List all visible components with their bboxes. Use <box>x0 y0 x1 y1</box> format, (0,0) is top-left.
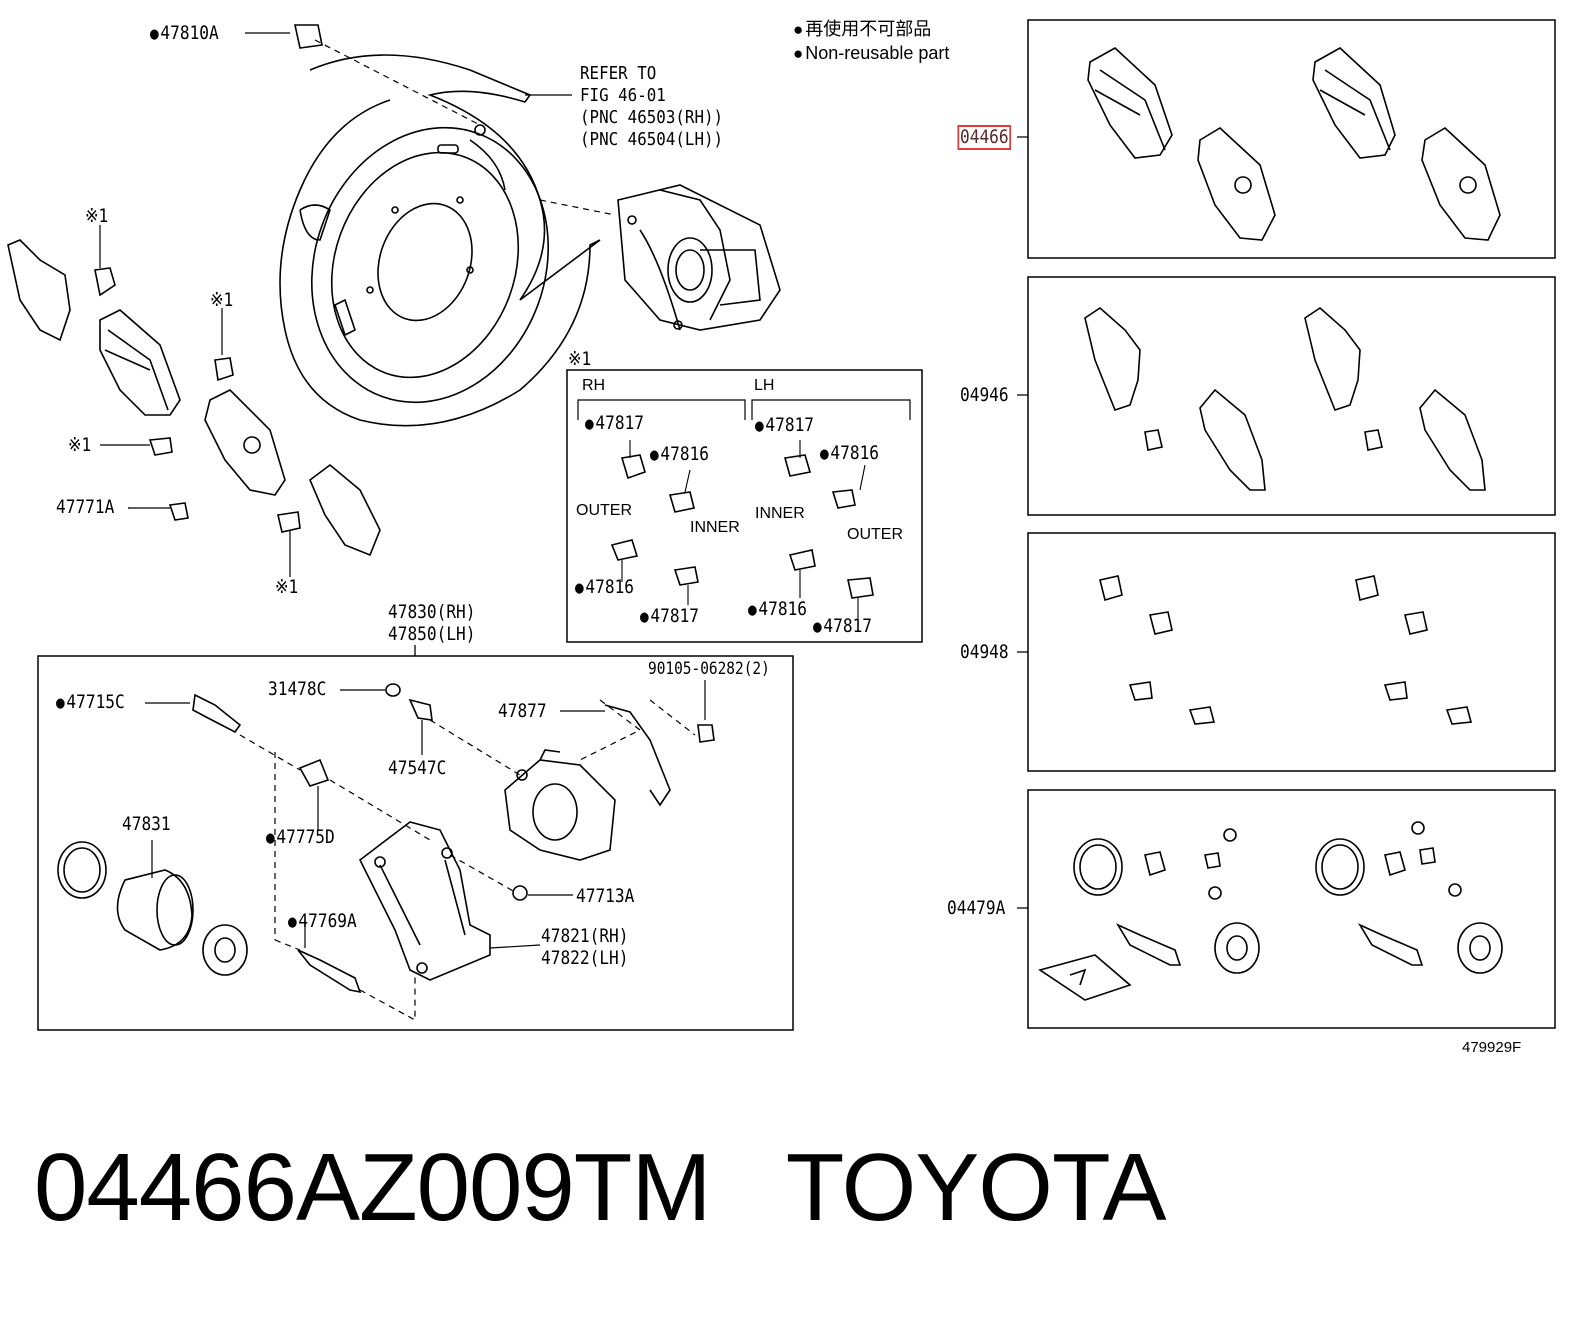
part-label-47810A[interactable]: 47810A <box>150 24 218 43</box>
inset-47817-a[interactable]: 47817 <box>585 414 644 433</box>
mark-1b: ※1 <box>210 289 234 311</box>
inset-clips-drawing <box>610 440 874 618</box>
kit-code-04466[interactable]: 04466 <box>957 125 1012 150</box>
part-label-47831[interactable]: 47831 <box>122 813 171 835</box>
kit-box-04946 <box>1027 276 1556 516</box>
part-label-47713A[interactable]: 47713A <box>576 885 635 907</box>
mark-1c: ※1 <box>68 434 92 456</box>
kit-04479A-seals <box>1038 821 1503 1001</box>
part-label-47769A[interactable]: 47769A <box>288 912 356 931</box>
caliper-parts-drawing <box>57 680 715 1022</box>
figure-id: 479929F <box>1462 1039 1522 1056</box>
part-label-47775D[interactable]: 47775D <box>266 828 334 847</box>
mark-1a: ※1 <box>85 205 109 227</box>
inset-inner-a: INNER <box>690 519 740 536</box>
part-label-47850[interactable]: 47850(LH) <box>388 623 476 645</box>
inset-47817-b[interactable]: 47817 <box>755 416 814 435</box>
kit-box-04466 <box>1027 19 1556 259</box>
kit-04466-pads <box>1087 47 1501 241</box>
inset-rh: RH <box>582 377 606 394</box>
inset-47817-c[interactable]: 47817 <box>640 607 699 626</box>
part-label-47715C[interactable]: 47715C <box>56 693 124 712</box>
mark-1-inset: ※1 <box>568 348 592 370</box>
inset-outer-a: OUTER <box>576 502 632 519</box>
inset-inner-b: INNER <box>755 505 805 522</box>
caliper-assembly-drawing <box>539 184 781 331</box>
refer-note: REFER TO FIG 46-01 (PNC 46503(RH)) (PNC … <box>580 63 724 150</box>
kit-box-04479A <box>1027 789 1556 1029</box>
kit-04946-shims <box>1084 306 1486 491</box>
kit-code-04479A[interactable]: 04479A <box>947 897 1006 919</box>
inset-47817-d[interactable]: 47817 <box>813 617 872 636</box>
inset-lh: LH <box>754 377 775 394</box>
inset-47816-b[interactable]: 47816 <box>820 444 879 463</box>
kit-04948-clips <box>1099 575 1473 725</box>
part-label-47547C[interactable]: 47547C <box>388 757 447 779</box>
part-label-47821[interactable]: 47821(RH) <box>541 925 629 947</box>
inset-outer-b: OUTER <box>847 526 903 543</box>
kit-code-04948[interactable]: 04948 <box>960 641 1009 663</box>
legend-en: Non-reusable part <box>793 43 949 63</box>
mark-1d: ※1 <box>275 576 299 598</box>
part-label-47771A[interactable]: 47771A <box>56 496 115 518</box>
inset-47816-a[interactable]: 47816 <box>650 445 709 464</box>
dust-shield-drawing <box>279 54 601 427</box>
inset-47816-c[interactable]: 47816 <box>575 578 634 597</box>
kit-code-04946[interactable]: 04946 <box>960 384 1009 406</box>
inset-47816-d[interactable]: 47816 <box>748 600 807 619</box>
part-label-47830[interactable]: 47830(RH) <box>388 601 476 623</box>
part-label-31478C[interactable]: 31478C <box>268 678 327 700</box>
part-label-90105[interactable]: 90105-06282(2) <box>648 659 770 679</box>
part-label-47877[interactable]: 47877 <box>498 700 547 722</box>
clip-inset-box <box>566 369 923 643</box>
legend-jp: 再使用不可部品 <box>793 19 931 39</box>
kit-box-04948 <box>1027 532 1556 772</box>
part-label-47822[interactable]: 47822(LH) <box>541 947 629 969</box>
left-pads-drawing <box>7 225 381 577</box>
part-number-caption: 04466AZ009TM TOYOTA <box>34 1134 1167 1241</box>
